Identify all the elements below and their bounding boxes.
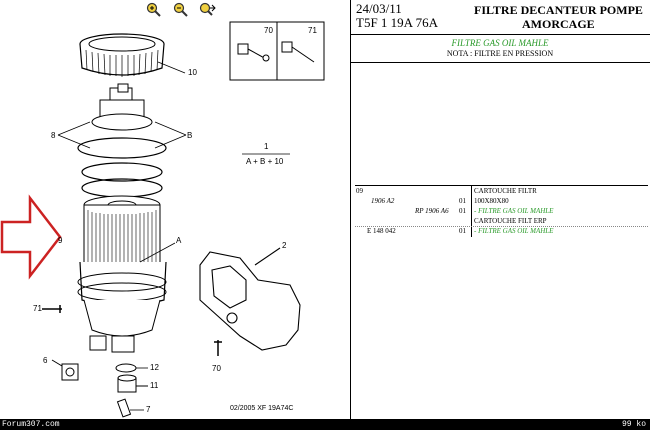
- table-row[interactable]: 09 CARTOUCHE FILTR: [355, 186, 648, 196]
- callout-71: 71: [33, 304, 42, 313]
- callout-70: 70: [212, 364, 221, 373]
- drain-plug-6: [51, 359, 79, 381]
- inset-bolt-70: [237, 43, 270, 62]
- cap-ring-10: [79, 33, 186, 77]
- table-cell-desc: - FILTRE GAS OIL MAHLE: [474, 207, 554, 215]
- inset-label-71: 71: [308, 26, 317, 35]
- bowl-A: [77, 242, 176, 353]
- panel-divider: [350, 0, 351, 430]
- inset-bolt-71: [281, 41, 315, 63]
- table-top-border: [355, 185, 648, 186]
- table-cell-desc: 100X80X80: [474, 197, 509, 205]
- callout-A: A: [176, 236, 182, 245]
- table-cell-ref: RP 1906 A6: [415, 207, 449, 215]
- bracket-2: [199, 247, 301, 351]
- table-cell-qty: 01: [459, 227, 466, 235]
- diagram-code: 02/2005 XF 19A74C: [230, 405, 294, 412]
- table-cell-desc: CARTOUCHE FILT ERP: [474, 217, 547, 225]
- callout-7: 7: [146, 405, 151, 414]
- callout-9: 9: [58, 236, 63, 245]
- table-row-separator: [355, 226, 648, 227]
- legend-number: 1: [264, 142, 269, 151]
- header-divider: [350, 34, 650, 35]
- table-cell-qty: 01: [459, 197, 466, 205]
- callout-6: 6: [43, 356, 48, 365]
- exploded-diagram: [0, 21, 325, 418]
- forum-watermark: Forum307.com: [2, 420, 60, 429]
- valve-part: [89, 335, 107, 351]
- zoom-in-icon[interactable]: [145, 2, 162, 18]
- inset-label-70: 70: [264, 26, 273, 35]
- document-reference: T5F 1 19A 76A: [356, 15, 438, 30]
- nut-11: [117, 374, 148, 393]
- zoom-out-icon[interactable]: [172, 2, 189, 18]
- header-divider-2: [350, 62, 650, 63]
- viewer-toolbar: [145, 2, 216, 18]
- legend-formula: A + B + 10: [246, 157, 284, 166]
- table-cell-desc: CARTOUCHE FILTR: [474, 187, 537, 195]
- document-title-line2: AMORCAGE: [522, 17, 595, 31]
- table-cell-qty: 01: [459, 207, 466, 215]
- table-row[interactable]: RP 1906 A6 01 - FILTRE GAS OIL MAHLE: [355, 206, 648, 216]
- filter-head-8: [91, 83, 153, 131]
- document-note: NOTA : FILTRE EN PRESSION: [446, 49, 554, 58]
- red-arrow-icon: [0, 194, 62, 280]
- table-cell-num: 09: [356, 187, 363, 195]
- callout-B: B: [187, 131, 193, 140]
- callout-2: 2: [282, 241, 287, 250]
- table-row[interactable]: E 148 042 01 - FILTRE GAS OIL MAHLE: [355, 226, 648, 236]
- cartridge-9: [83, 195, 161, 266]
- table-cell-desc: - FILTRE GAS OIL MAHLE: [474, 227, 554, 235]
- table-row[interactable]: CARTOUCHE FILT ERP: [355, 216, 648, 226]
- callout-10: 10: [188, 68, 197, 77]
- callout-8: 8: [51, 131, 56, 140]
- document-title-line1: FILTRE DECANTEUR POMPE: [474, 3, 643, 17]
- status-bar: [0, 419, 650, 430]
- file-size: 99 ko: [621, 420, 646, 429]
- pan-icon[interactable]: [199, 2, 216, 18]
- table-cell-ref: E 148 042: [367, 227, 396, 235]
- table-cell-ref: 1906 A2: [371, 197, 395, 205]
- table-column-divider: [471, 185, 472, 237]
- callout-11: 11: [150, 381, 159, 390]
- table-row[interactable]: 1906 A2 01 100X80X80: [355, 196, 648, 206]
- document-date: 24/03/11: [356, 1, 402, 16]
- parts-table: 09 CARTOUCHE FILTR 1906 A2 01 100X80X80 …: [355, 185, 648, 237]
- callout-12: 12: [150, 363, 159, 372]
- document-subtitle: FILTRE GAS OIL MAHLE: [451, 38, 549, 48]
